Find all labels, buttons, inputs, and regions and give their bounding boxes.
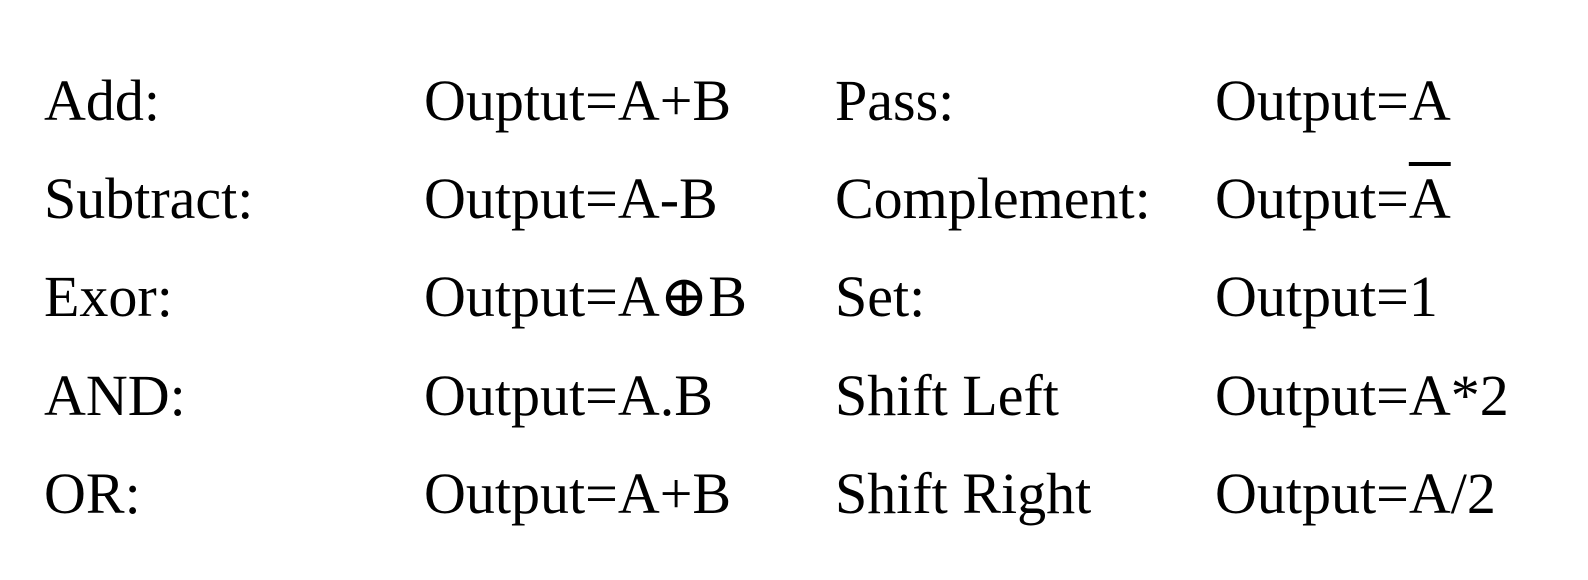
operation-name: Shift Right xyxy=(835,461,1092,526)
operation-expression: Output=A/2 xyxy=(1215,461,1496,526)
operation-name: Complement: xyxy=(835,166,1151,231)
operation-expression: Output=A+B xyxy=(424,461,732,526)
operation-name: AND: xyxy=(44,363,186,428)
operation-expression: Ouptut=A+B xyxy=(424,68,732,133)
operation-name: OR: xyxy=(44,461,141,526)
table-row: Exor: Output=A⊕B Set: Output=1 xyxy=(0,268,1588,368)
operation-name: Shift Left xyxy=(835,363,1059,428)
table-row: Subtract: Output=A-B Complement: Output=… xyxy=(0,170,1588,270)
operation-expression: Output=A xyxy=(1215,170,1451,228)
operation-expression: Output=A-B xyxy=(424,166,718,231)
operation-name: Pass: xyxy=(835,68,955,133)
operation-expression: Output=A*2 xyxy=(1215,363,1509,428)
table-row: OR: Output=A+B Shift Right Output=A/2 xyxy=(0,465,1588,565)
complement-variable: A xyxy=(1408,166,1451,231)
operation-expression: Output=A.B xyxy=(424,363,713,428)
operation-name: Set: xyxy=(835,264,926,329)
operation-expression: Output=A xyxy=(1215,68,1451,133)
table-row: AND: Output=A.B Shift Left Output=A*2 xyxy=(0,367,1588,467)
operation-name: Exor: xyxy=(44,264,173,329)
expression-prefix: Output= xyxy=(1215,166,1409,231)
operation-expression: Output=1 xyxy=(1215,264,1438,329)
operation-name: Add: xyxy=(44,68,160,133)
operation-name: Subtract: xyxy=(44,166,254,231)
operation-expression: Output=A⊕B xyxy=(424,264,747,329)
table-row: Add: Ouptut=A+B Pass: Output=A xyxy=(0,72,1588,172)
